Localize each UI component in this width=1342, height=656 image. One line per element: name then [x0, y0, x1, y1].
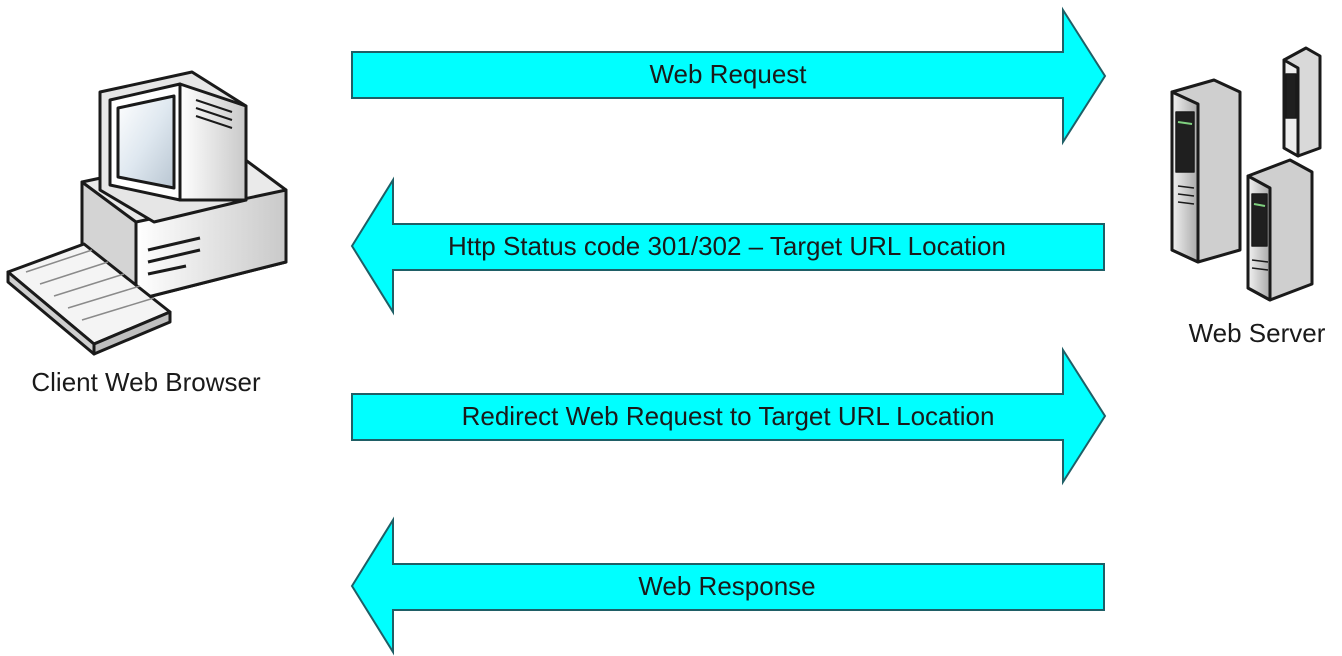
client-label: Client Web Browser — [31, 367, 261, 397]
arrow-web-response-label: Web Response — [638, 571, 815, 601]
server-label: Web Server — [1189, 318, 1326, 348]
arrow-redirect-request-shape — [351, 346, 1107, 486]
arrow-redirect-request: Redirect Web Request to Target URL Locat… — [351, 346, 1107, 486]
arrow-web-response-shape — [350, 516, 1105, 656]
desktop-computer-icon — [6, 70, 288, 356]
arrow-web-request: Web Request — [351, 6, 1107, 146]
arrow-web-request-label: Web Request — [649, 59, 807, 89]
arrow-web-response: Web Response — [350, 516, 1105, 656]
arrow-status-301-302-label: Http Status code 301/302 – Target URL Lo… — [448, 231, 1006, 261]
server-rack-icon — [1170, 46, 1322, 302]
arrow-status-301-302-shape — [350, 176, 1105, 316]
arrow-status-301-302: Http Status code 301/302 – Target URL Lo… — [350, 176, 1105, 316]
arrow-web-request-shape — [351, 6, 1107, 146]
arrow-redirect-request-label: Redirect Web Request to Target URL Locat… — [462, 401, 995, 431]
